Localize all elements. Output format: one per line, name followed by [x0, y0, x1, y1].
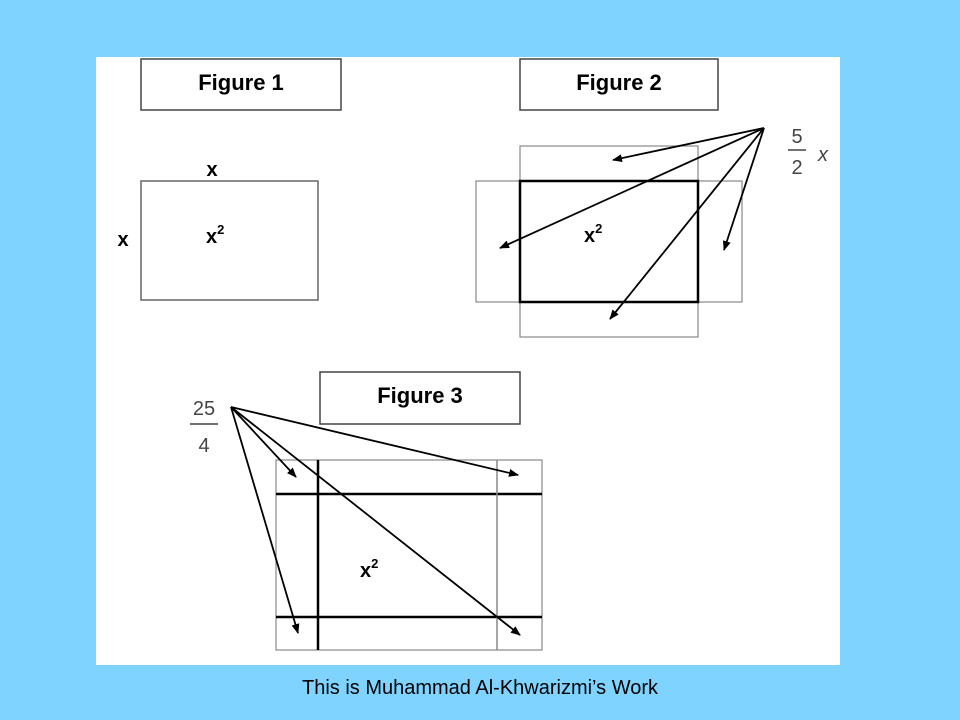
superscript: 2 — [217, 222, 224, 237]
figure-2-title: Figure 2 — [576, 70, 662, 95]
figure-3-title-box — [319, 371, 521, 425]
figure-3-area-label: x2 — [360, 556, 378, 582]
figure-3-arrow-top-right — [230, 406, 519, 477]
figure-1-area-label: x2 — [206, 222, 224, 248]
figure-2-right-rect — [697, 180, 743, 303]
figure-2-arrow-bottom — [609, 127, 765, 320]
figure-1-top-label: x — [206, 159, 217, 181]
figure-1-title: Figure 1 — [198, 70, 284, 95]
figure-2-arrow-right — [723, 127, 765, 251]
figure-3-fraction-denominator: 4 — [198, 435, 209, 457]
figure-3: Figure 3 x2 25 4 — [190, 371, 543, 651]
figure-2-area-label: x2 — [584, 221, 602, 247]
figure-3-arrow-top-left — [230, 406, 297, 478]
figure-2-fraction-numerator: 5 — [791, 126, 802, 148]
figure-2-bottom-rect — [519, 301, 699, 338]
figure-2-arrow-top — [612, 127, 765, 163]
diagram-panel: Figure 1 x x x2 Figure 2 x2 5 2 x Figure… — [96, 57, 840, 665]
figure-2-square — [518, 179, 700, 304]
figure-2-top-rect — [519, 145, 699, 182]
figure-2: Figure 2 x2 5 2 x — [475, 58, 829, 338]
figure-2-arrow-left — [499, 127, 765, 249]
figure-2-arrows — [499, 127, 765, 320]
figure-2-title-box — [519, 58, 719, 111]
figure-2-fraction-variable: x — [817, 144, 829, 166]
figure-3-title: Figure 3 — [377, 383, 463, 408]
diagram-canvas: Figure 1 x x x2 Figure 2 x2 5 2 x Figure… — [117, 58, 829, 651]
figure-3-arrows — [230, 406, 521, 636]
slide-caption: This is Muhammad Al-Khwarizmi’s Work — [301, 677, 658, 699]
figure-3-fraction-numerator: 25 — [193, 398, 215, 420]
figure-3-arrow-bottom-right — [230, 406, 521, 636]
figure-3-outer-square — [275, 459, 543, 651]
figure-1-side-label: x — [117, 229, 128, 251]
figure-2-fraction-denominator: 2 — [791, 157, 802, 179]
superscript: 2 — [595, 221, 602, 236]
figure-1-title-box — [140, 58, 342, 111]
figure-3-arrow-bottom-left — [230, 406, 300, 634]
superscript: 2 — [371, 556, 378, 571]
figure-1: Figure 1 x x x2 — [117, 58, 342, 301]
figure-1-square — [140, 180, 319, 301]
